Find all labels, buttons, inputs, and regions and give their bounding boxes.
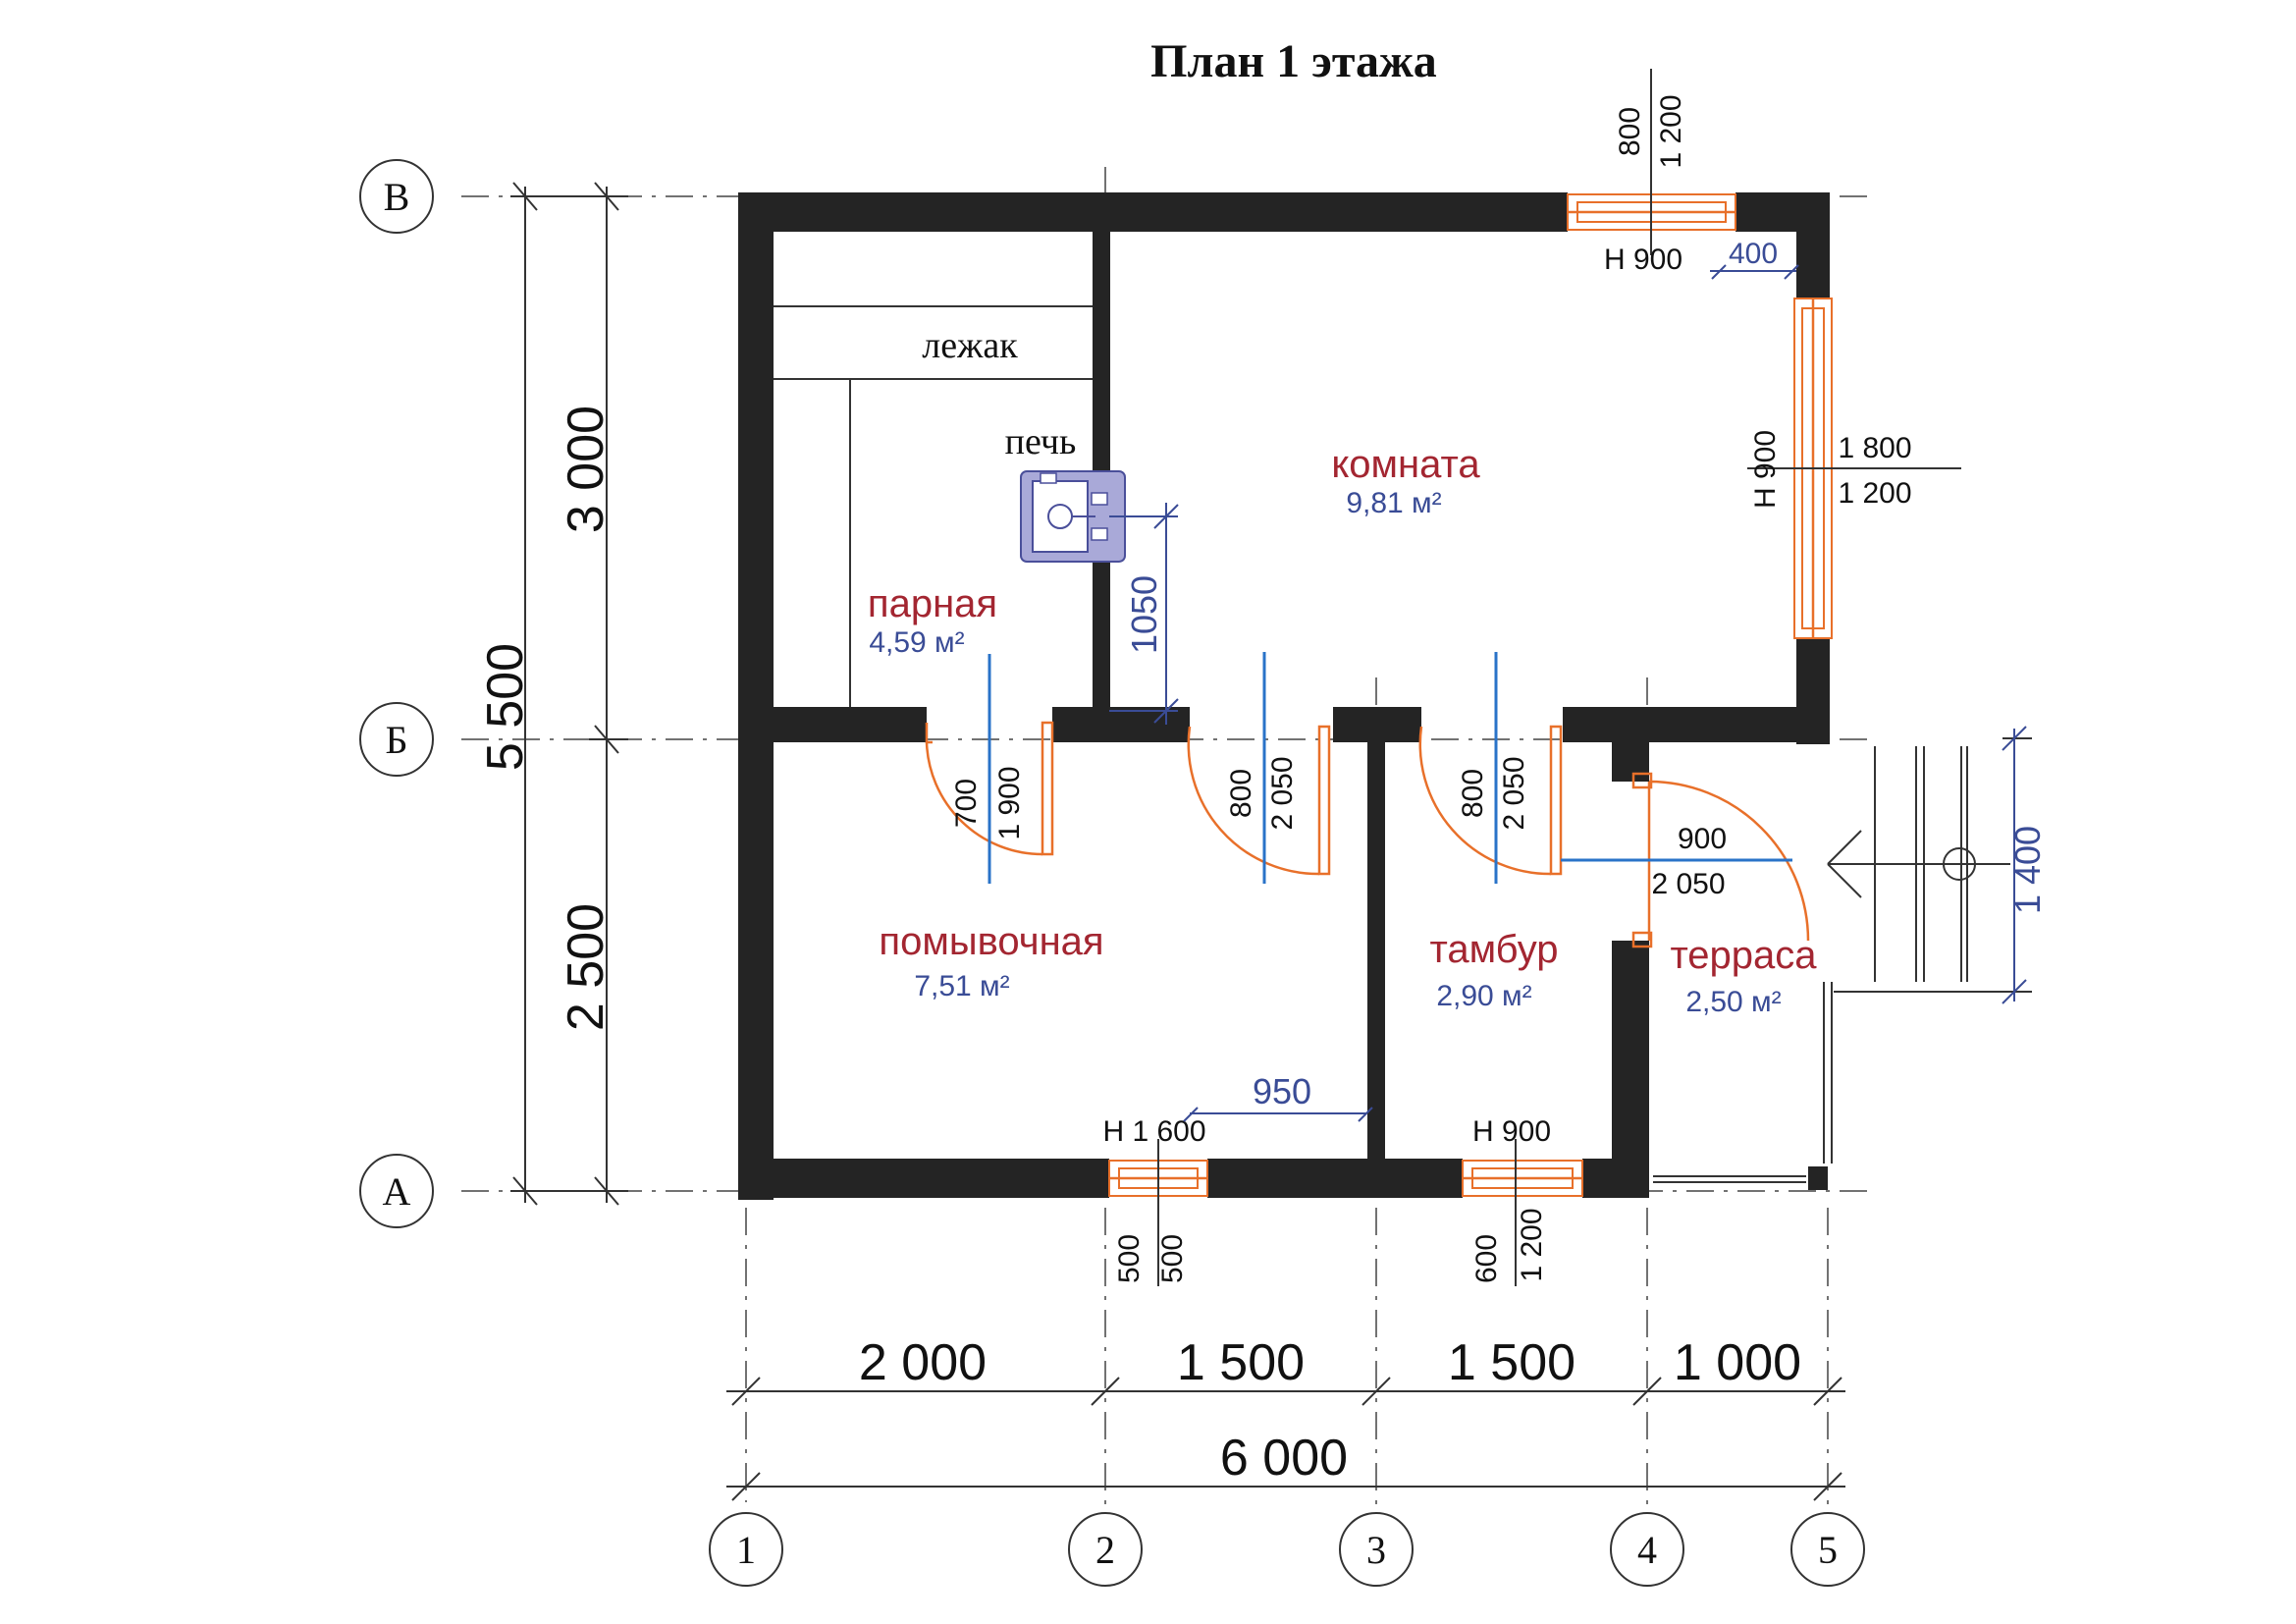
terrace-steps: 1 400 bbox=[1827, 726, 2048, 1004]
section-lines bbox=[988, 652, 1792, 884]
dim-bath-window-offset: 950 bbox=[1253, 1071, 1311, 1111]
bottom-right-window-height: 1 200 bbox=[1516, 1208, 1548, 1281]
dim-left-bottom: 2 500 bbox=[558, 903, 614, 1031]
room-door-left-height: 2 050 bbox=[1266, 756, 1299, 830]
dim-corner-offset: 400 bbox=[1729, 238, 1778, 270]
axis-row-v: В bbox=[384, 175, 410, 219]
top-window-width: 800 bbox=[1614, 107, 1646, 156]
bench-label: лежак bbox=[922, 325, 1018, 366]
dim-bottom-total: 6 000 bbox=[1220, 1430, 1348, 1487]
grid-lines bbox=[461, 167, 1875, 1507]
room-door-right-height: 2 050 bbox=[1498, 756, 1530, 830]
dim-bottom-1: 2 000 bbox=[859, 1334, 987, 1391]
room-area-komnata: 9,81 м² bbox=[1346, 487, 1441, 519]
axis-markers: В Б А 1 2 3 4 5 bbox=[359, 159, 1865, 1587]
room-door-right-width: 800 bbox=[1457, 769, 1489, 818]
top-window-sill: Н 900 bbox=[1604, 244, 1682, 276]
bottom-left-window-width: 500 bbox=[1113, 1234, 1146, 1283]
axis-col-4: 4 bbox=[1637, 1528, 1657, 1572]
axis-row-a: А bbox=[383, 1169, 411, 1214]
dim-bottom-4: 1 000 bbox=[1674, 1334, 1801, 1391]
room-labels: комната 9,81 м² парная 4,59 м² помывочна… bbox=[868, 443, 1817, 1018]
bottom-right-window-width: 600 bbox=[1470, 1234, 1503, 1283]
room-area-tambur: 2,90 м² bbox=[1436, 980, 1531, 1012]
right-window-height: 1 200 bbox=[1838, 477, 1911, 510]
steam-door-height: 1 900 bbox=[993, 766, 1026, 839]
axis-col-3: 3 bbox=[1366, 1528, 1386, 1572]
room-name-parnaya: парная bbox=[868, 582, 997, 625]
dim-bottom-2: 1 500 bbox=[1177, 1334, 1305, 1391]
dim-stove-offset: 1050 bbox=[1124, 575, 1164, 654]
right-window-width: 1 800 bbox=[1838, 432, 1911, 464]
bottom-dimensions: 2 000 1 500 1 500 1 000 6 000 bbox=[726, 1334, 1845, 1501]
dim-left-top: 3 000 bbox=[558, 406, 614, 533]
room-area-terrasa: 2,50 м² bbox=[1685, 986, 1781, 1018]
room-name-pomyvochnaya: помывочная bbox=[879, 920, 1103, 963]
entrance-door-width: 900 bbox=[1678, 823, 1727, 855]
bottom-left-window-height: 500 bbox=[1156, 1234, 1189, 1283]
dim-left-total: 5 500 bbox=[477, 643, 534, 771]
room-area-parnaya: 4,59 м² bbox=[869, 626, 964, 659]
axis-col-5: 5 bbox=[1818, 1528, 1838, 1572]
opening-dimensions: 800 1 200 Н 900 400 1 800 1 200 Н 900 Н … bbox=[950, 69, 1961, 1286]
dim-terrace-width: 1 400 bbox=[2007, 826, 2048, 914]
windows bbox=[1108, 193, 1833, 1197]
steam-room-furniture: лежак печь 1050 bbox=[774, 305, 1179, 725]
room-name-tambur: тамбур bbox=[1430, 928, 1559, 971]
bottom-right-window-sill: Н 900 bbox=[1472, 1115, 1551, 1148]
dim-bottom-3: 1 500 bbox=[1448, 1334, 1575, 1391]
bottom-left-window-sill: Н 1 600 bbox=[1102, 1115, 1205, 1148]
stove-label: печь bbox=[1005, 421, 1077, 462]
entrance-door-height: 2 050 bbox=[1651, 868, 1725, 900]
axis-col-1: 1 bbox=[736, 1528, 756, 1572]
room-area-pomyvochnaya: 7,51 м² bbox=[914, 970, 1009, 1002]
axis-row-b: Б bbox=[386, 718, 408, 762]
steam-door-width: 700 bbox=[950, 779, 983, 828]
room-door-left-width: 800 bbox=[1225, 769, 1257, 818]
axis-col-2: 2 bbox=[1095, 1528, 1115, 1572]
left-dimensions: 5 500 3 000 2 500 bbox=[477, 182, 628, 1206]
top-window-height: 1 200 bbox=[1655, 94, 1687, 168]
right-window-sill: Н 900 bbox=[1749, 430, 1782, 509]
room-name-terrasa: терраса bbox=[1670, 934, 1817, 977]
plan-title: План 1 этажа bbox=[1150, 35, 1437, 87]
walls bbox=[738, 192, 1830, 1200]
room-name-komnata: комната bbox=[1331, 443, 1480, 486]
